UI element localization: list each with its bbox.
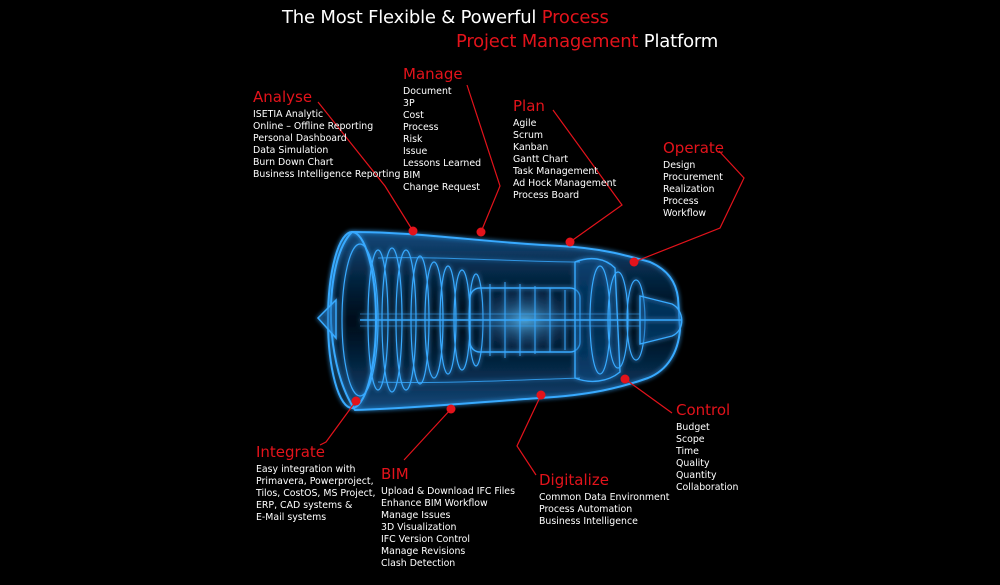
list-item: 3D Visualization bbox=[381, 522, 457, 533]
list-item: Realization bbox=[663, 184, 715, 195]
list-item: Upload & Download IFC Files bbox=[381, 486, 515, 497]
connector-analyse bbox=[317, 101, 414, 232]
dot-integrate bbox=[351, 396, 361, 406]
list-item: Manage Revisions bbox=[381, 546, 466, 557]
dot-control bbox=[620, 374, 630, 384]
connector-bim bbox=[403, 408, 452, 461]
title-line-1: The Most Flexible & Powerful Process bbox=[282, 7, 609, 28]
title-line-2-accent: Project Management bbox=[456, 31, 639, 52]
connector-plan bbox=[552, 109, 623, 243]
list-item: Primavera, Powerproject, bbox=[256, 476, 374, 487]
list-item: Common Data Environment bbox=[539, 492, 670, 503]
list-item: Business Intelligence bbox=[539, 516, 638, 527]
list-item: Clash Detection bbox=[381, 558, 456, 569]
list-item: Quantity bbox=[676, 470, 717, 481]
dot-manage bbox=[476, 227, 486, 237]
dot-digitalize bbox=[536, 390, 546, 400]
list-item: Procurement bbox=[663, 172, 723, 183]
list-item: Online – Offline Reporting bbox=[253, 121, 374, 132]
list-item: Ad Hock Management bbox=[513, 178, 617, 189]
list-item: Process Automation bbox=[539, 504, 633, 515]
list-item: Manage Issues bbox=[381, 510, 451, 521]
title-line-1-white: The Most Flexible & Powerful bbox=[282, 7, 542, 28]
dot-plan bbox=[565, 237, 575, 247]
connector-integrate bbox=[319, 400, 357, 446]
section-heading-manage: Manage bbox=[403, 65, 463, 83]
list-item: Process bbox=[403, 122, 439, 133]
list-item: IFC Version Control bbox=[381, 534, 471, 545]
list-item: Process Board bbox=[513, 190, 580, 201]
section-heading-integrate: Integrate bbox=[256, 443, 326, 461]
dot-analyse bbox=[408, 226, 418, 236]
section-heading-bim: BIM bbox=[381, 465, 409, 483]
list-item: Scrum bbox=[513, 130, 544, 141]
connector-control bbox=[624, 378, 673, 414]
list-item: Budget bbox=[676, 422, 710, 433]
list-item: Process bbox=[663, 196, 699, 207]
section-heading-digitalize: Digitalize bbox=[539, 471, 609, 489]
list-item: Design bbox=[663, 160, 696, 171]
list-item: Time bbox=[676, 446, 699, 457]
section-heading-control: Control bbox=[676, 401, 731, 419]
list-item: Business Intelligence Reporting bbox=[253, 169, 401, 180]
list-item: Tilos, CostOS, MS Project, bbox=[256, 488, 376, 499]
list-item: Easy integration with bbox=[256, 464, 356, 475]
list-item: E-Mail systems bbox=[256, 512, 327, 523]
connector-manage bbox=[466, 84, 501, 233]
list-item: ISETIA Analytic bbox=[253, 109, 324, 120]
list-item: Personal Dashboard bbox=[253, 133, 347, 144]
title-line-2-white: Platform bbox=[638, 31, 719, 52]
connector-lines bbox=[317, 84, 745, 476]
list-item: Lessons Learned bbox=[403, 158, 482, 169]
section-heading-operate: Operate bbox=[663, 139, 725, 157]
list-item: Document bbox=[403, 86, 452, 97]
list-item: Enhance BIM Workflow bbox=[381, 498, 488, 509]
section-heading-plan: Plan bbox=[513, 97, 545, 115]
list-item: BIM bbox=[403, 170, 421, 181]
list-item: Issue bbox=[403, 146, 428, 157]
anchor-dots bbox=[351, 226, 639, 414]
dot-bim bbox=[446, 404, 456, 414]
list-item: Task Management bbox=[513, 166, 598, 177]
list-item: ERP, CAD systems & bbox=[256, 500, 353, 511]
title-line-1-accent: Process bbox=[541, 7, 609, 28]
list-item: Burn Down Chart bbox=[253, 157, 334, 168]
list-item: Gantt Chart bbox=[513, 154, 569, 165]
list-item: Collaboration bbox=[676, 482, 739, 493]
list-item: Quality bbox=[676, 458, 710, 469]
title-line-2: Project Management Platform bbox=[456, 31, 718, 52]
list-item: Data Simulation bbox=[253, 145, 329, 156]
list-item: Kanban bbox=[513, 142, 549, 153]
list-item: Cost bbox=[403, 110, 424, 121]
list-item: Agile bbox=[513, 118, 537, 129]
list-item: Workflow bbox=[663, 208, 707, 219]
dot-operate bbox=[629, 257, 639, 267]
list-item: Change Request bbox=[403, 182, 480, 193]
engine-body bbox=[316, 230, 683, 412]
connector-operate bbox=[633, 150, 745, 263]
connector-digitalize bbox=[516, 394, 542, 476]
list-item: Risk bbox=[403, 134, 423, 145]
section-heading-analyse: Analyse bbox=[253, 88, 313, 106]
list-item: 3P bbox=[403, 98, 415, 109]
list-item: Scope bbox=[676, 434, 705, 445]
